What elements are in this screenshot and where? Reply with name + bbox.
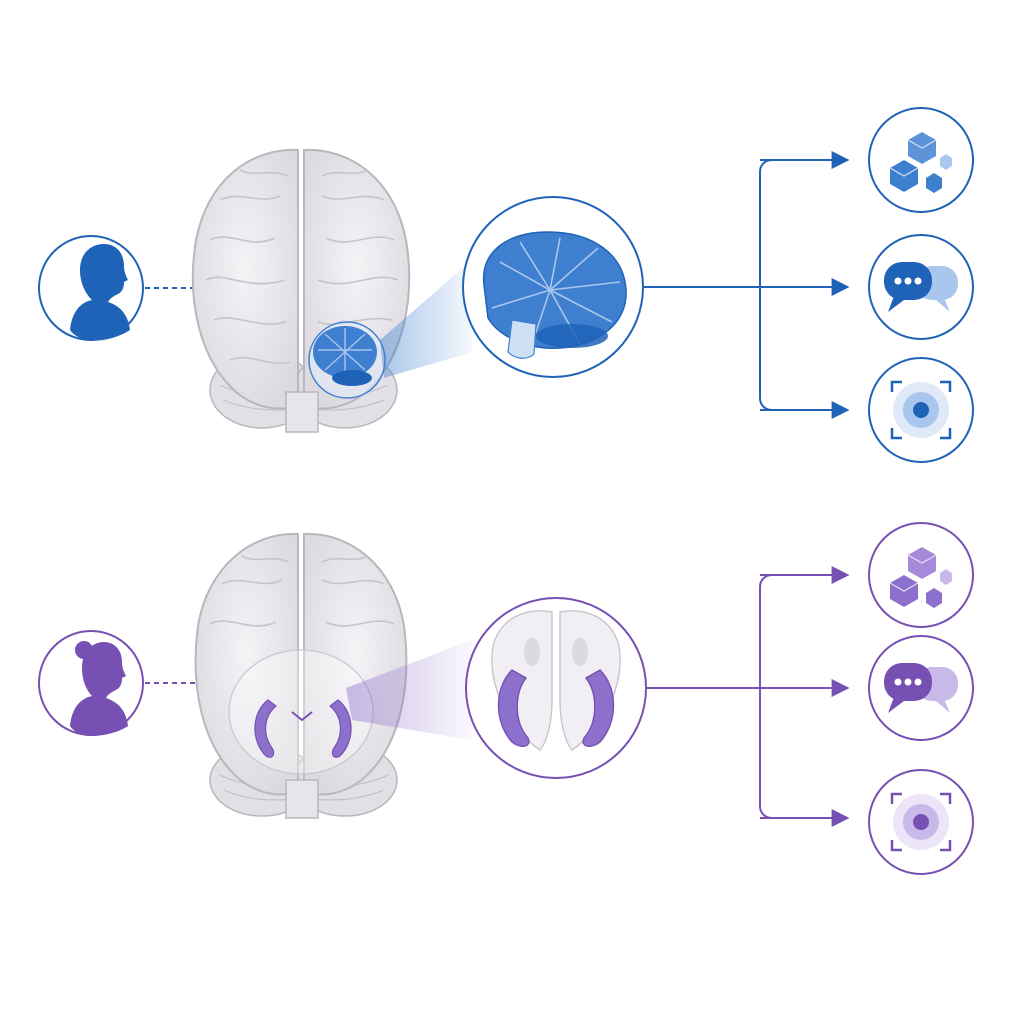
zoom-beam [380,260,472,378]
male-head-silhouette-icon [38,235,144,341]
row-female [38,522,974,875]
brain-top-view [191,148,411,433]
hippocampus-zoom [465,597,647,779]
branch-lines [759,159,845,411]
row-male [38,107,974,463]
focus-target-icon [868,769,974,875]
hippocampus-highlight [254,699,352,758]
chat-bubbles-icon [868,234,974,340]
zoom-beam [346,640,472,740]
brain-top-view [194,532,408,819]
cerebellum-highlight [308,321,386,399]
branch-lines [759,574,845,819]
chat-bubbles-icon [868,635,974,741]
focus-target-icon [868,357,974,463]
blocks-icon [868,522,974,628]
cerebellum-zoom [462,196,644,378]
female-head-silhouette-icon [38,630,144,736]
blocks-icon [868,107,974,213]
